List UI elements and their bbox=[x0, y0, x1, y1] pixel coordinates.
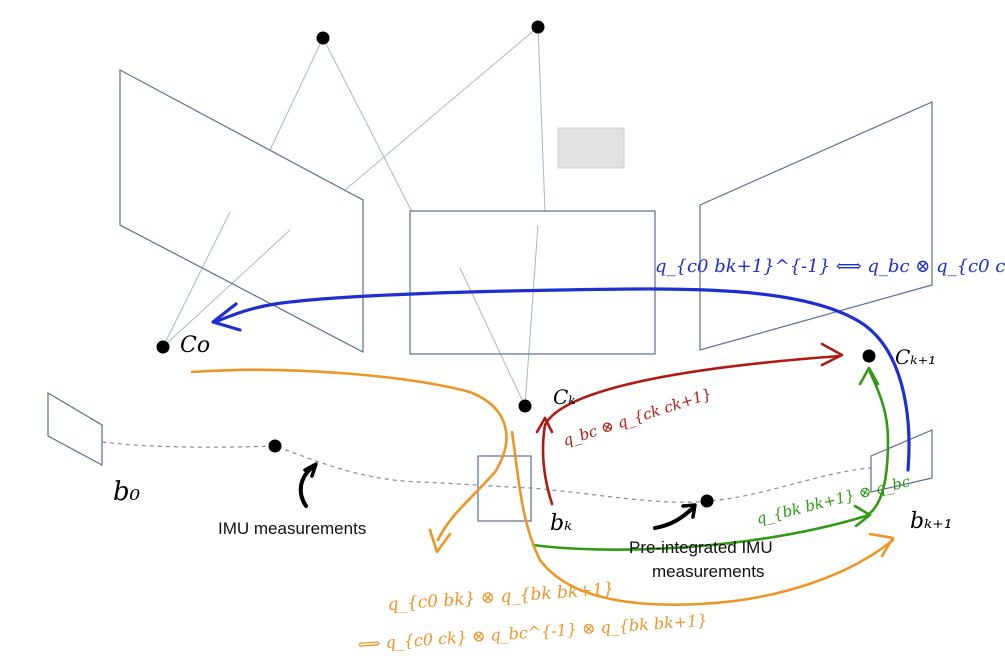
green-equation: q_{bk bk+1} ⊗ q_bc bbox=[755, 472, 913, 528]
landmark-point bbox=[316, 31, 330, 45]
blue-equation: q_{c0 bk+1}^{-1} ⟺ q_bc ⊗ q_{c0 ck+1}^{-… bbox=[655, 256, 1005, 277]
ray bbox=[524, 224, 539, 407]
camera-center-ck1 bbox=[862, 349, 876, 363]
orange-arrowhead bbox=[868, 532, 895, 558]
ray bbox=[322, 37, 413, 213]
green-arrowhead bbox=[853, 504, 872, 528]
imu-frame-bk1 bbox=[870, 429, 933, 493]
blue-arrow bbox=[213, 287, 911, 472]
orange-arrowhead bbox=[428, 528, 452, 554]
label-ck1: Cₖ₊₁ bbox=[895, 345, 936, 369]
orange-equation-line1: q_{c0 bk} ⊗ q_{bk bk+1} bbox=[387, 579, 615, 615]
imu-trajectory bbox=[101, 441, 872, 503]
label-b0: b₀ bbox=[113, 477, 141, 507]
preint-pointer-arrowhead bbox=[681, 503, 697, 519]
imu-pointer-arrowhead bbox=[303, 462, 318, 478]
camera-center-c0 bbox=[156, 340, 170, 354]
projection-rays bbox=[162, 26, 546, 407]
green-arrow bbox=[531, 370, 890, 551]
imu-pointer-arrow bbox=[298, 464, 316, 508]
ray bbox=[537, 26, 546, 213]
red-arrow bbox=[541, 354, 842, 506]
camera-frame-c0 bbox=[119, 68, 364, 353]
ray bbox=[162, 211, 231, 348]
grey-placeholder-box bbox=[557, 127, 625, 169]
imu-frame-b0 bbox=[47, 391, 103, 467]
preintegrated-label-line2: measurements bbox=[652, 562, 764, 581]
green-arrowhead bbox=[858, 366, 880, 386]
red-arrowhead bbox=[820, 342, 844, 367]
ray bbox=[344, 26, 539, 191]
orange-arrow-left bbox=[190, 368, 508, 542]
landmark-point bbox=[531, 20, 545, 34]
label-bk1: bₖ₊₁ bbox=[910, 509, 953, 534]
red-arrowhead bbox=[535, 416, 554, 434]
blue-arrowhead bbox=[211, 302, 242, 332]
ray bbox=[162, 229, 291, 348]
preintegration-point bbox=[700, 494, 714, 508]
label-bk: bₖ bbox=[550, 511, 572, 536]
imu-sample-point bbox=[268, 439, 282, 453]
camera-frame-ck bbox=[409, 210, 656, 355]
label-c0: Co bbox=[180, 333, 210, 358]
camera-frame-ck1 bbox=[699, 101, 933, 351]
imu-measurements-label: IMU measurements bbox=[218, 519, 366, 538]
preintegrated-label-line1: Pre-integrated IMU bbox=[629, 538, 773, 557]
red-equation: q_bc ⊗ q_{ck ck+1} bbox=[561, 385, 714, 450]
ray bbox=[269, 37, 324, 151]
ray bbox=[459, 267, 526, 407]
label-ck: Cₖ bbox=[553, 385, 576, 409]
camera-center-ck bbox=[518, 399, 532, 413]
preint-pointer-arrow bbox=[653, 505, 696, 530]
orange-equation-line2: ⟺ q_{c0 ck} ⊗ q_bc^{-1} ⊗ q_{bk bk+1} bbox=[357, 611, 708, 654]
orange-arrow-right bbox=[510, 430, 895, 606]
